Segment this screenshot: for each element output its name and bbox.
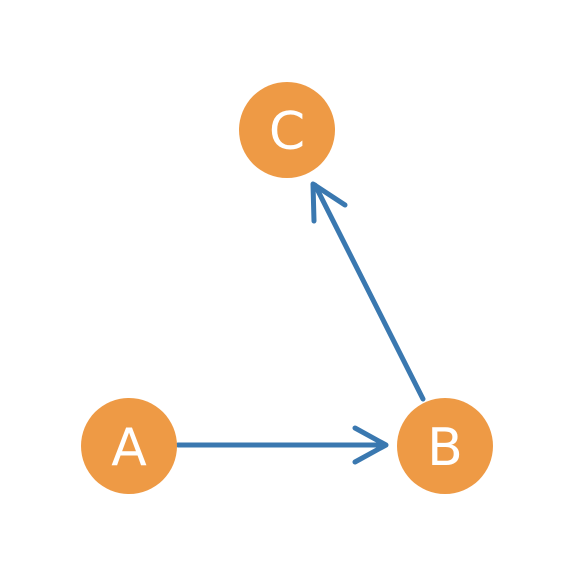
edge-b-c-line (312, 182, 426, 402)
node-b-label: B (427, 418, 463, 478)
node-c-circle (239, 82, 335, 178)
node-a-label: A (111, 418, 147, 478)
node-b-circle (397, 398, 493, 494)
node-c-label: C (269, 102, 305, 162)
edge-a-b-arrowhead (352, 425, 389, 465)
edge-b-c (310, 181, 426, 402)
edge-b-c-arrowhead (310, 181, 348, 224)
edge-a-b (175, 425, 389, 465)
node-a: A (81, 398, 177, 494)
edges (175, 181, 426, 465)
node-a-circle (81, 398, 177, 494)
nodes: A B C (81, 82, 493, 494)
node-c: C (239, 82, 335, 178)
node-b: B (397, 398, 493, 494)
